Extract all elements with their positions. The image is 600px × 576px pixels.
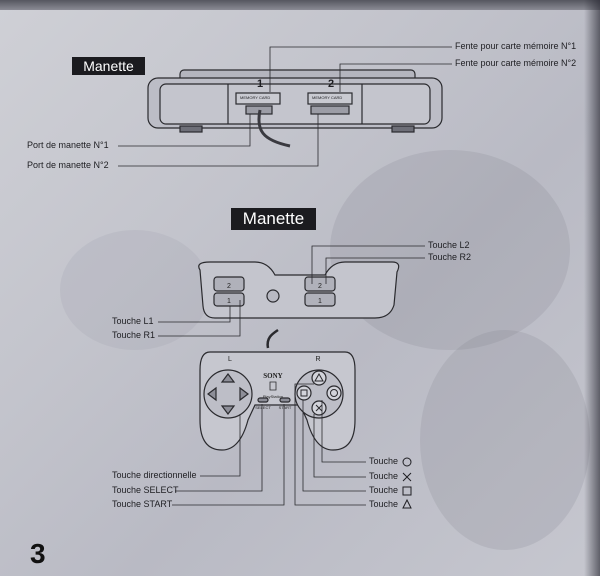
line-cross: [313, 414, 366, 478]
square-symbol-icon: [402, 486, 412, 496]
label-fente-1: Fente pour carte mémoire N°1: [455, 41, 577, 51]
label-fente-2: Fente pour carte mémoire N°2: [455, 58, 577, 68]
console-foot: [391, 125, 415, 133]
memory-card-slot-1: [235, 92, 281, 105]
start-label: START: [279, 405, 292, 410]
cable-connector: [266, 289, 280, 303]
label-r2: Touche R2: [428, 252, 472, 262]
label-triangle: Touche: [369, 499, 399, 509]
background-figure: [420, 330, 590, 550]
d-pad-up: [220, 373, 236, 383]
label-circle: Touche: [369, 456, 399, 466]
d-pad-housing: [203, 369, 253, 419]
controller-cable: [257, 109, 291, 148]
memory-card-slot-2: [307, 92, 353, 105]
button-r2-number: 2: [318, 283, 322, 290]
line-square: [302, 400, 366, 492]
section2-title: Manette: [231, 208, 316, 230]
line-r2: [325, 257, 425, 284]
label-port-2: Port de manette N°2: [27, 160, 109, 170]
controller-front-view: [199, 328, 356, 451]
line-circle: [321, 400, 366, 463]
section2-top-callout-lines: [158, 245, 425, 337]
console-foot: [179, 125, 203, 133]
select-label: SELECT: [255, 405, 271, 410]
line-directionnelle: [200, 414, 241, 477]
button-r2: [304, 276, 336, 292]
label-start: Touche START: [112, 499, 173, 509]
label-directionnelle: Touche directionnelle: [112, 470, 197, 480]
section2-bottom-callout-lines: [172, 383, 366, 506]
circle-icon: [330, 389, 338, 397]
line-fente-1: [269, 46, 452, 92]
label-select: Touche SELECT: [112, 485, 179, 495]
background-figure: [60, 230, 210, 350]
playstation-logo: [269, 381, 277, 391]
label-l2: Touche L2: [428, 240, 470, 250]
d-pad-right: [239, 386, 249, 402]
button-l1: [213, 292, 245, 307]
label-square: Touche: [369, 485, 399, 495]
line-port-2: [118, 114, 319, 167]
line-r1: [158, 300, 241, 337]
d-pad-down: [220, 405, 236, 415]
slot-1-number: 1: [257, 78, 264, 90]
console-front: [159, 83, 431, 125]
square-icon: [300, 389, 308, 397]
d-pad-left: [207, 386, 217, 402]
line-fente-2: [339, 63, 452, 92]
line-port-1: [118, 114, 251, 147]
memory-card-label-1: MEMORY CARD: [240, 95, 271, 100]
playstation-wordmark: PlayStation: [263, 394, 283, 399]
cross-symbol-icon: [402, 472, 412, 482]
circle-symbol-icon: [402, 457, 412, 467]
sony-logo: SONY: [263, 372, 282, 380]
line-triangle: [294, 383, 366, 506]
line-start: [172, 404, 285, 506]
line-l2: [311, 245, 425, 284]
circle-button: [326, 385, 342, 401]
label-r1: Touche R1: [112, 330, 156, 340]
memory-card-label-2: MEMORY CARD: [312, 95, 343, 100]
pad-r-label: R: [315, 356, 320, 363]
section1-callout-lines: [118, 46, 452, 167]
pad-l-label: L: [228, 356, 232, 363]
label-port-1: Port de manette N°1: [27, 140, 109, 150]
button-r1: [304, 292, 336, 307]
button-l2: [213, 276, 245, 292]
square-button: [296, 385, 312, 401]
page-number: 3: [30, 538, 46, 569]
button-l1-number: 1: [227, 298, 231, 305]
line-select: [175, 404, 263, 492]
console-illustration: [147, 69, 443, 148]
label-l1: Touche L1: [112, 316, 154, 326]
top-edge: [0, 0, 600, 10]
section1-title: Manette: [72, 57, 145, 75]
controller-port-2: [310, 105, 350, 115]
label-cross: Touche: [369, 471, 399, 481]
controller-cable-front: [266, 328, 279, 349]
line-l1: [158, 306, 231, 323]
slot-2-number: 2: [328, 78, 335, 90]
button-l2-number: 2: [227, 283, 231, 290]
button-r1-number: 1: [318, 298, 322, 305]
triangle-icon: [314, 372, 324, 382]
right-edge: [584, 0, 600, 576]
controller-top-body: [198, 261, 400, 319]
start-button: [279, 397, 291, 403]
cross-icon: [315, 404, 323, 412]
controller-top-view: [198, 261, 400, 319]
select-button: [257, 397, 269, 403]
triangle-symbol-icon: [402, 498, 412, 509]
